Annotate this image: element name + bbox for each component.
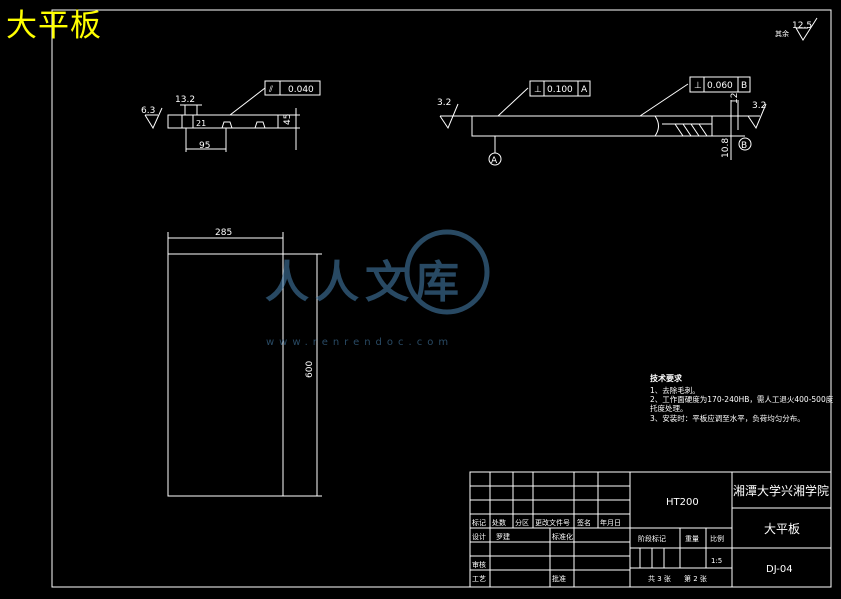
design-label: 设计: [472, 532, 486, 541]
process-label: 工艺: [472, 575, 486, 583]
drawing-frame: [51, 9, 832, 588]
side-dim-bottom: 95: [199, 141, 210, 151]
watermark-text: 人人文库: [265, 257, 465, 308]
watermark: 人人文库 www.renrendoc.com: [265, 229, 490, 348]
sheets-total: 共 3 张: [648, 574, 671, 583]
datum-b-label: B: [741, 141, 747, 151]
header-mark: 标记: [472, 518, 486, 527]
front-view: [439, 76, 767, 166]
tech-req-item-4: 3、安装时：平板应调至水平，负荷均匀分布。: [650, 413, 805, 423]
school-name: 湘潭大学兴湘学院: [733, 483, 829, 498]
tech-req-heading: 技术要求: [650, 373, 683, 383]
weight-label: 重量: [685, 535, 699, 543]
datum-a-label: A: [491, 156, 498, 166]
scale-value: 1:5: [711, 557, 722, 565]
surface-finish-general: 其余 12.5: [775, 17, 818, 41]
side-dim-height: 45: [283, 114, 293, 125]
side-view: [144, 80, 321, 152]
plan-view: [167, 232, 322, 497]
material-value: HT200: [666, 497, 699, 508]
stage-label: 阶段标记: [638, 534, 666, 543]
fcf-2-symbol: ⊥: [694, 81, 702, 91]
fcf-1-value: 0.100: [547, 85, 573, 95]
header-count: 处数: [492, 518, 506, 527]
watermark-url: www.renrendoc.com: [266, 337, 453, 348]
header-zone: 分区: [515, 518, 529, 527]
front-roughness-right: 3.2: [752, 101, 766, 111]
side-tolerance-symbol: ⫽: [268, 85, 273, 95]
front-roughness-left: 3.2: [437, 98, 451, 108]
side-roughness-value: 6.3: [141, 106, 155, 116]
header-signature: 签名: [577, 518, 591, 527]
drawing-title: 大平板: [6, 8, 102, 44]
surface-finish-value: 12.5: [792, 21, 812, 31]
review-label: 审核: [472, 560, 486, 569]
scale-label: 比例: [710, 534, 724, 543]
title-block: [469, 471, 832, 588]
fcf-2-datum: B: [741, 81, 747, 91]
drawing-number: DJ-04: [766, 564, 793, 575]
designer-name: 罗建: [496, 532, 510, 541]
fcf-1-symbol: ⊥: [534, 85, 542, 95]
side-view-body: [167, 114, 279, 129]
plan-dim-length: 600: [305, 361, 315, 378]
front-view-body: [471, 115, 713, 137]
side-dim-small: 21: [196, 119, 206, 128]
plan-dim-width: 285: [215, 228, 232, 238]
standardize-label: 标准化: [552, 532, 573, 541]
surface-finish-label: 其余: [775, 29, 789, 38]
side-tolerance-value: 0.040: [288, 85, 314, 95]
watermark-logo-icon: [404, 229, 490, 315]
tech-req-item-2: 2、工作面硬度为170-240HB，需人工退火400-500度: [650, 394, 834, 404]
plan-view-body: [167, 253, 284, 497]
approve-label: 批准: [552, 574, 566, 583]
tech-req-item-1: 1、去除毛刺。: [650, 385, 700, 395]
header-date: 年月日: [600, 518, 621, 527]
front-dim-12: 12: [730, 93, 740, 104]
fcf-1-datum: A: [581, 85, 588, 95]
part-name: 大平板: [764, 522, 800, 536]
header-change-doc: 更改文件号: [535, 518, 570, 527]
sheet-number: 第 2 张: [684, 574, 707, 583]
front-dim-10-8: 10.8: [721, 138, 731, 158]
fcf-2-value: 0.060: [707, 81, 733, 91]
tech-req-item-3: 托度处理。: [650, 403, 688, 413]
side-dim-top: 13.2: [175, 95, 195, 105]
